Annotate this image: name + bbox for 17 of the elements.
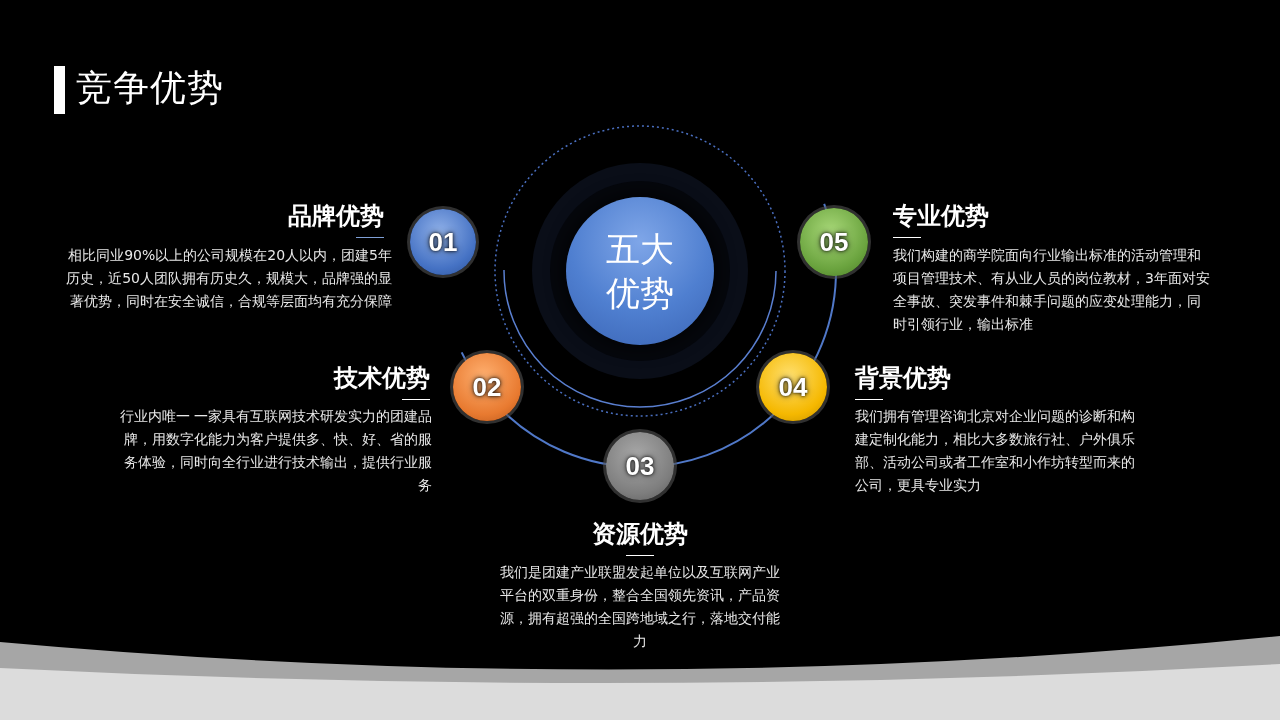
heading: 专业优势 — [893, 201, 990, 232]
heading: 技术优势 — [332, 363, 430, 394]
description: 我们构建的商学院面向行业输出标准的活动管理和项目管理技术、有从业人员的岗位教材，3年面对安全事故、突发事件和棘手问题的应变处理能力，同时引领行业，输出标准 — [893, 246, 1211, 334]
number-circle: 05 — [800, 208, 868, 276]
number-circle: 04 — [759, 353, 827, 421]
title: 竞争优势 — [76, 66, 224, 110]
description: 相比同业90%以上的公司规模在20人以内，团建5年历史，近50人团队拥有历史久，规模大，品牌强的显著优势，同时在安全诚信，合规等层面均有充分保障 — [65, 246, 392, 311]
number-circle: 03 — [606, 432, 674, 500]
center-label: 五大优势 — [605, 227, 675, 315]
heading: 背景优势 — [855, 363, 952, 394]
description: 我们是团建产业联盟发起单位以及互联网产业平台的双重身份，整合全国领先资讯，产品资源，拥有超强的全国跨地域之行，落地交付能力 — [499, 563, 781, 651]
heading: 资源优势 — [591, 519, 689, 550]
number-circle: 02 — [453, 353, 521, 421]
number-circle: 01 — [410, 209, 476, 275]
description: 行业内唯一 一家具有互联网技术研发实力的团建品牌，用数字化能力为客户提供多、快、好、省的服务体验，同时向全行业进行技术输出，提供行业服务 — [118, 407, 432, 495]
heading: 品牌优势 — [287, 201, 384, 232]
description: 我们拥有管理咨询北京对企业问题的诊断和构建定制化能力，相比大多数旅行社、户外俱乐部、活动公司或者工作室和小作坊转型而来的公司，更具专业实力 — [855, 407, 1136, 495]
